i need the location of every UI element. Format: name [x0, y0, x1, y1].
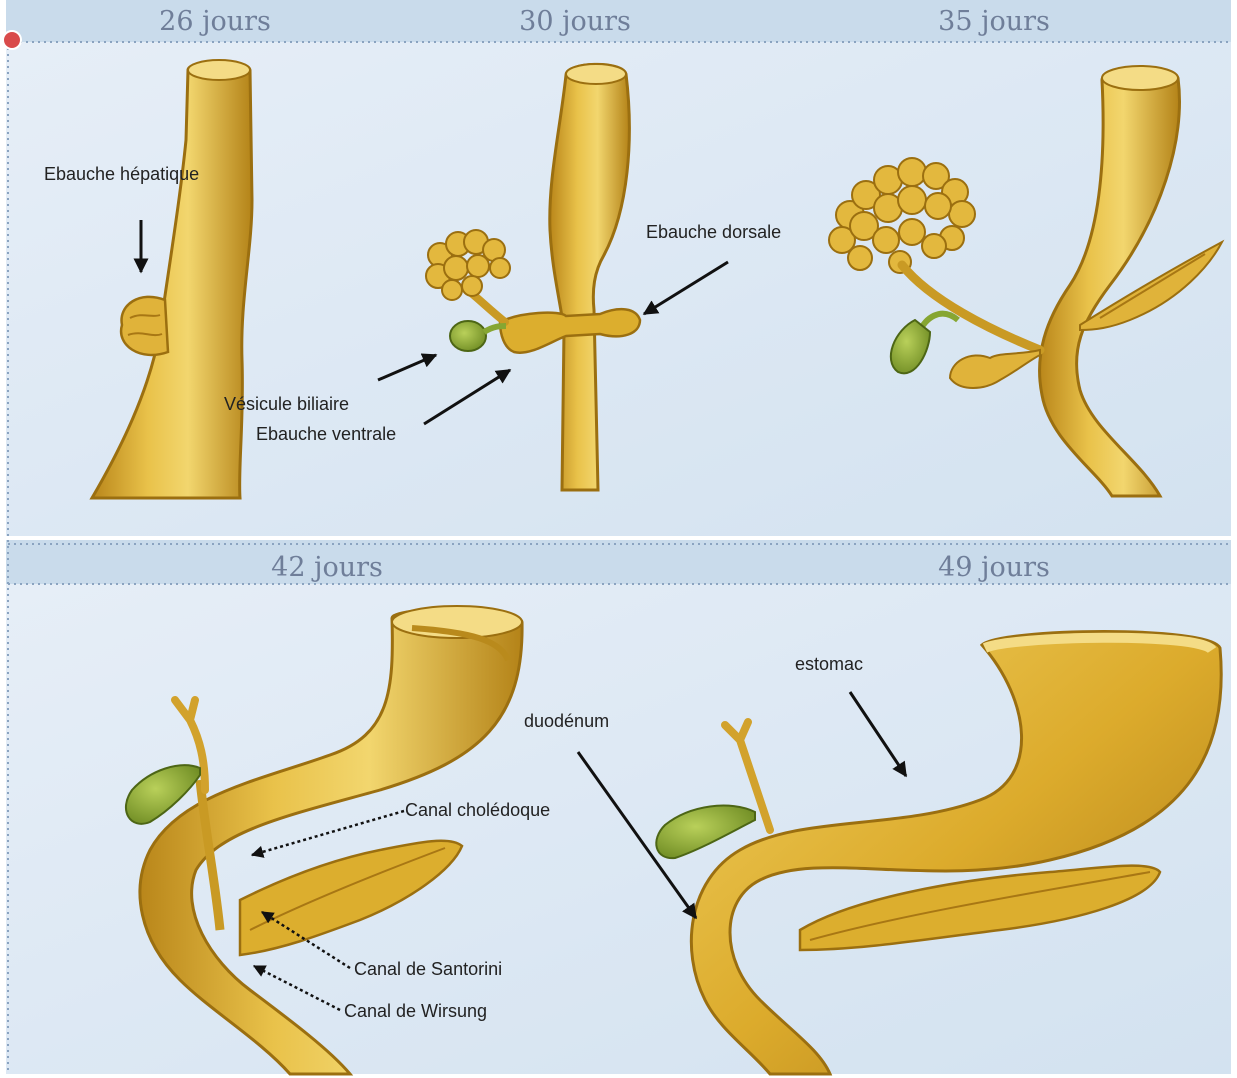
label-canal-santorini: Canal de Santorini [354, 959, 502, 979]
stage-label-35: 35 jours [938, 6, 1050, 37]
label-vesicule-biliaire: Vésicule biliaire [224, 394, 349, 414]
label-estomac: estomac [795, 654, 863, 674]
label-ebauche-dorsale: Ebauche dorsale [646, 222, 781, 242]
stage-label-49: 49 jours [938, 552, 1050, 583]
label-canal-choledoque: Canal cholédoque [405, 800, 550, 820]
stage-label-30: 30 jours [519, 6, 631, 37]
liver-bud-26 [121, 297, 168, 355]
gut-opening-30 [566, 64, 626, 84]
stage-label-42: 42 jours [271, 552, 383, 583]
label-ebauche-ventrale: Ebauche ventrale [256, 424, 396, 444]
label-ebauche-hepatique: Ebauche hépatique [44, 164, 199, 184]
gut-opening-26 [188, 60, 250, 80]
stage-label-26: 26 jours [159, 6, 271, 37]
label-duodenum: duodénum [524, 711, 609, 731]
corner-bullet [3, 31, 21, 49]
label-canal-wirsung: Canal de Wirsung [344, 1001, 487, 1021]
gallbladder-30 [450, 321, 486, 351]
gut-opening-35 [1102, 66, 1178, 90]
